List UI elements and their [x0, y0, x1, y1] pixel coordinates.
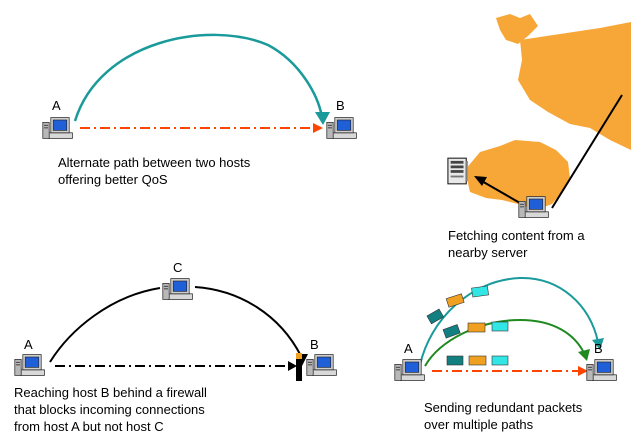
redundant-caption-line-2: over multiple paths: [424, 417, 534, 432]
packet: [426, 308, 444, 325]
host-a-label: A: [52, 98, 61, 113]
packet: [468, 355, 487, 366]
packet: [491, 321, 509, 332]
alternate-path-caption-line-2: offering better QoS: [58, 172, 168, 187]
host-b-computer-icon: [586, 359, 617, 381]
alternate-path-arrow: [73, 33, 324, 122]
host-b-label: B: [336, 98, 345, 113]
host-c-label: C: [173, 260, 182, 275]
host-a-computer-icon: [394, 359, 425, 381]
redundant-path-middle-arrowhead: [578, 349, 590, 361]
host-b-label: B: [310, 337, 319, 352]
panel-alternate-path: A B Alternate path between two hosts off…: [42, 33, 357, 187]
greenland-landmass: [496, 14, 538, 44]
firewall-caption-line-2: that blocks incoming connections: [14, 402, 205, 417]
north-america-landmass: [518, 22, 631, 150]
host-a-label: A: [404, 341, 413, 356]
host-a-computer-icon: [42, 117, 73, 139]
host-b-computer-icon: [306, 354, 337, 376]
direct-path-arrowhead: [313, 123, 323, 133]
host-b-computer-icon: [326, 117, 357, 139]
panel-redundant-packets: A B Sending redundant packets over multi…: [394, 276, 617, 432]
alternate-path-arrowhead: [315, 112, 330, 125]
redundant-direct-arrowhead: [578, 366, 588, 376]
redundant-path-upper-arrowhead: [592, 338, 604, 350]
firewall-caption-line-3: from host A but not host C: [14, 419, 164, 434]
host-a-label: A: [24, 337, 33, 352]
packet: [467, 322, 486, 333]
relay-path-c-to-b: [194, 286, 302, 357]
content-fetch-caption-line-1: Fetching content from a: [448, 228, 585, 243]
alternate-path-caption-line-1: Alternate path between two hosts: [58, 155, 251, 170]
packet: [471, 285, 489, 298]
content-fetch-caption-line-2: nearby server: [448, 245, 528, 260]
fetch-arrow-line: [479, 179, 521, 204]
australia-landmass: [465, 140, 570, 210]
redundant-path-upper: [419, 276, 599, 366]
firewall-caption-line-1: Reaching host B behind a firewall: [14, 385, 207, 400]
redundant-caption-line-1: Sending redundant packets: [424, 400, 583, 415]
host-a-computer-icon: [14, 354, 45, 376]
panel-firewall: A C B Reaching host B behind a firewall …: [14, 260, 337, 434]
blocked-direct-arrowhead: [288, 361, 297, 371]
panel-content-fetch: Fetching content from a nearby server: [447, 14, 631, 260]
relay-path-a-to-c: [49, 287, 161, 363]
fetch-arrowhead: [474, 176, 487, 186]
long-distance-link: [551, 94, 623, 209]
redundant-path-middle: [424, 318, 585, 367]
firewall-bar: [296, 353, 302, 381]
host-b-label: B: [594, 341, 603, 356]
packet: [442, 324, 461, 339]
packet: [491, 355, 509, 366]
nearby-server-icon: [447, 157, 469, 185]
packet: [445, 293, 465, 308]
packet: [446, 355, 464, 366]
host-c-computer-icon: [162, 278, 193, 300]
firewall-accent: [296, 353, 302, 359]
